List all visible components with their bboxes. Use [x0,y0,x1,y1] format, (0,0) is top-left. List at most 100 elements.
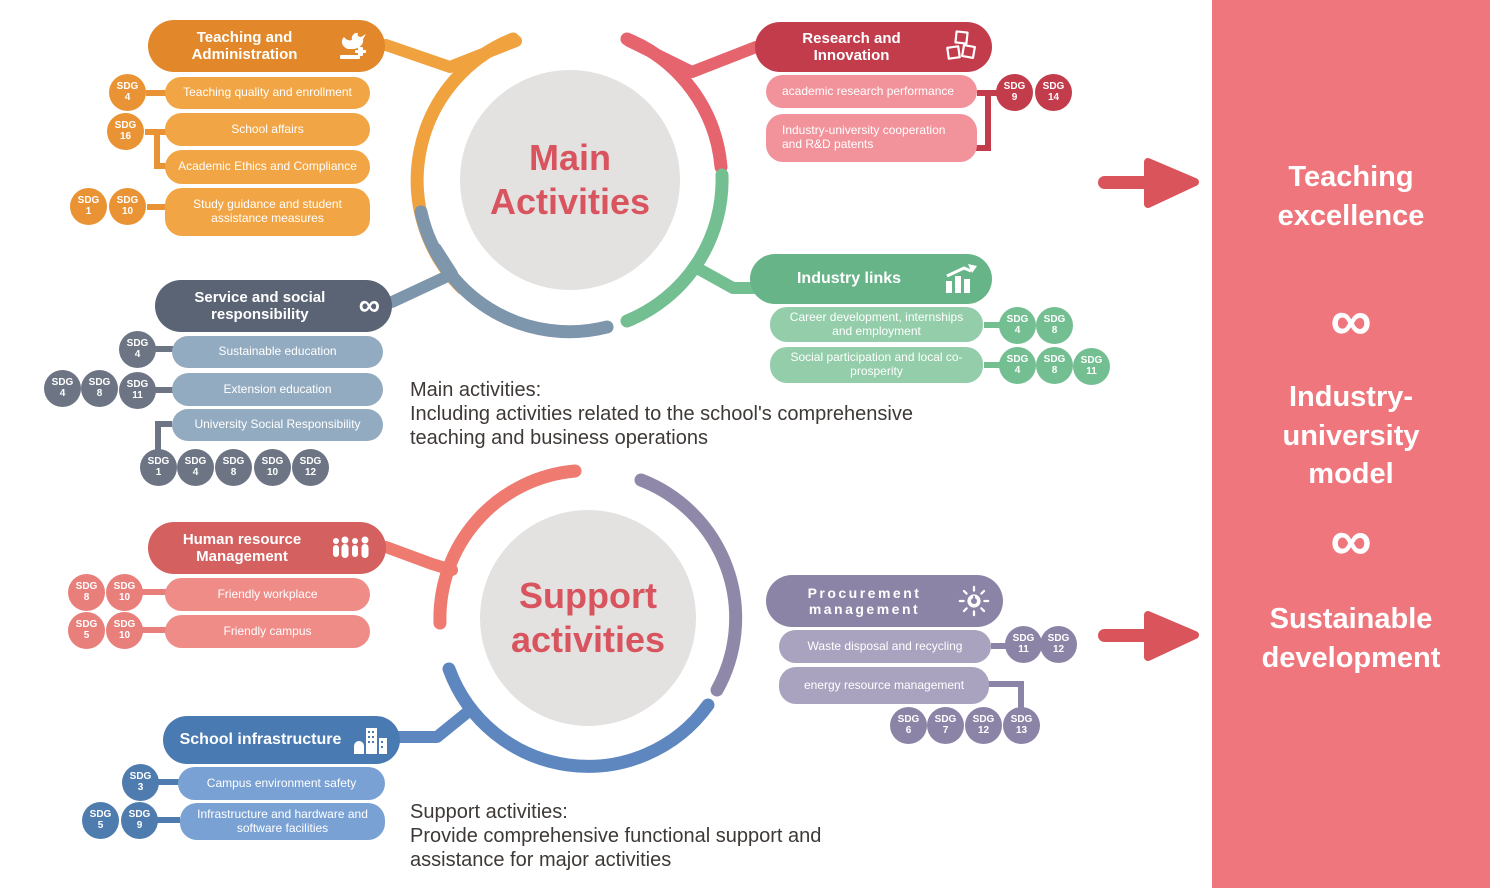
activity-pill: Teaching quality and enrollment [165,77,370,109]
salmon-connector [380,541,458,576]
sdg-number: 7 [942,724,949,736]
sdg-word: SDG [113,581,136,592]
buildings-icon [352,724,388,756]
activity-pill: Sustainable education [172,336,383,368]
sdg-number: 4 [192,466,199,478]
sdg-number: 11 [132,389,143,401]
sdg-number: 5 [83,629,90,641]
orange-badge-links [145,90,168,210]
activity-pill: School affairs [165,113,370,146]
section-header-service-social-responsibility: Service and social responsibility ∞ [155,280,392,332]
section-header-school-infrastructure: School infrastructure [163,716,400,764]
sdg-number: 11 [1086,365,1097,377]
sdg-word: SDG [116,195,139,206]
main-activities-circle: Main Activities [460,70,680,290]
activity-pill: Study guidance and student assistance me… [165,188,370,236]
sdg-word: SDG [114,120,137,131]
main-description-body: Including activities related to the scho… [410,403,913,449]
section-title-industry: Industry links [796,269,902,287]
main-description-title: Main activities: [410,379,542,401]
outcome-industry-university-model: Industry-university model [1282,381,1420,491]
sdg-number: 12 [304,466,317,478]
sdg-number: 1 [85,205,92,217]
sdg-word: SDG [1006,354,1029,365]
green-badge-links [984,322,1001,368]
sdg-word: SDG [1012,633,1035,644]
activity-pill: Career development, internships and empl… [770,307,983,342]
sdg-word: SDG [1043,354,1066,365]
sdg-word: SDG [116,81,139,92]
slate-badge-links [155,346,173,450]
sdg-word: SDG [934,714,957,725]
sdg-number: 10 [121,205,134,217]
sdg-number: 1 [155,466,162,478]
activity-pill: Waste disposal and recycling [779,630,991,663]
arrow-right-top [1098,158,1199,208]
infinity-icon: ∞ [358,289,380,322]
sdg-number: 4 [124,91,131,103]
sdg-number: 10 [118,629,131,641]
section-title-service: Service and social responsibility [194,288,326,323]
sdg-word: SDG [126,338,149,349]
sdg-number: 3 [137,781,144,793]
support-description: Support activities: Provide comprehensiv… [410,800,890,872]
sdg-number: 4 [1014,324,1021,336]
orange-connector [380,35,522,73]
support-description-body: Provide comprehensive functional support… [410,825,822,871]
support-activities-circle: Support activities [480,510,696,726]
sdg-word: SDG [128,809,151,820]
infinity-icon: ∞ [1330,508,1372,573]
outcome-sustainable-development: Sustainable development [1261,603,1441,674]
main-circle-label: Main Activities [489,137,651,222]
section-title-teaching: Teaching and Administration [191,28,298,63]
blue-connector [393,705,475,743]
section-header-procurement-management: Procurement management [766,575,1003,627]
sdg-word: SDG [222,456,245,467]
sdg-number: 5 [97,819,104,831]
section-title-research: Research and Innovation [802,29,901,64]
sdg-number: 12 [1052,643,1065,655]
sdg-word: SDG [113,619,136,630]
section-title-school: School infrastructure [179,730,342,748]
sdg-number: 13 [1015,724,1028,736]
sdg-number: 11 [1018,643,1029,655]
sdg-word: SDG [184,456,207,467]
sdg-number: 10 [118,591,131,603]
slate-connector [386,243,458,308]
sdg-number: 10 [266,466,279,478]
sdg-word: SDG [1006,314,1029,325]
activity-pill: University Social Responsibility [172,409,383,441]
bird-gavel-icon [335,28,373,64]
sdg-word: SDG [129,771,152,782]
sdg-word: SDG [1043,314,1066,325]
infinity-icon: ∞ [1330,288,1372,353]
sdg-number: 8 [96,387,103,399]
red-connector [623,35,762,78]
sdg-number: 4 [134,348,141,360]
activity-pill: Industry-university cooperation and R&D … [766,114,977,162]
section-title-procurement: Procurement management [807,584,922,617]
activity-pill: Social participation and local co-prospe… [770,347,983,383]
sdg-word: SDG [897,714,920,725]
sdg-word: SDG [299,456,322,467]
support-description-title: Support activities: [410,801,568,823]
